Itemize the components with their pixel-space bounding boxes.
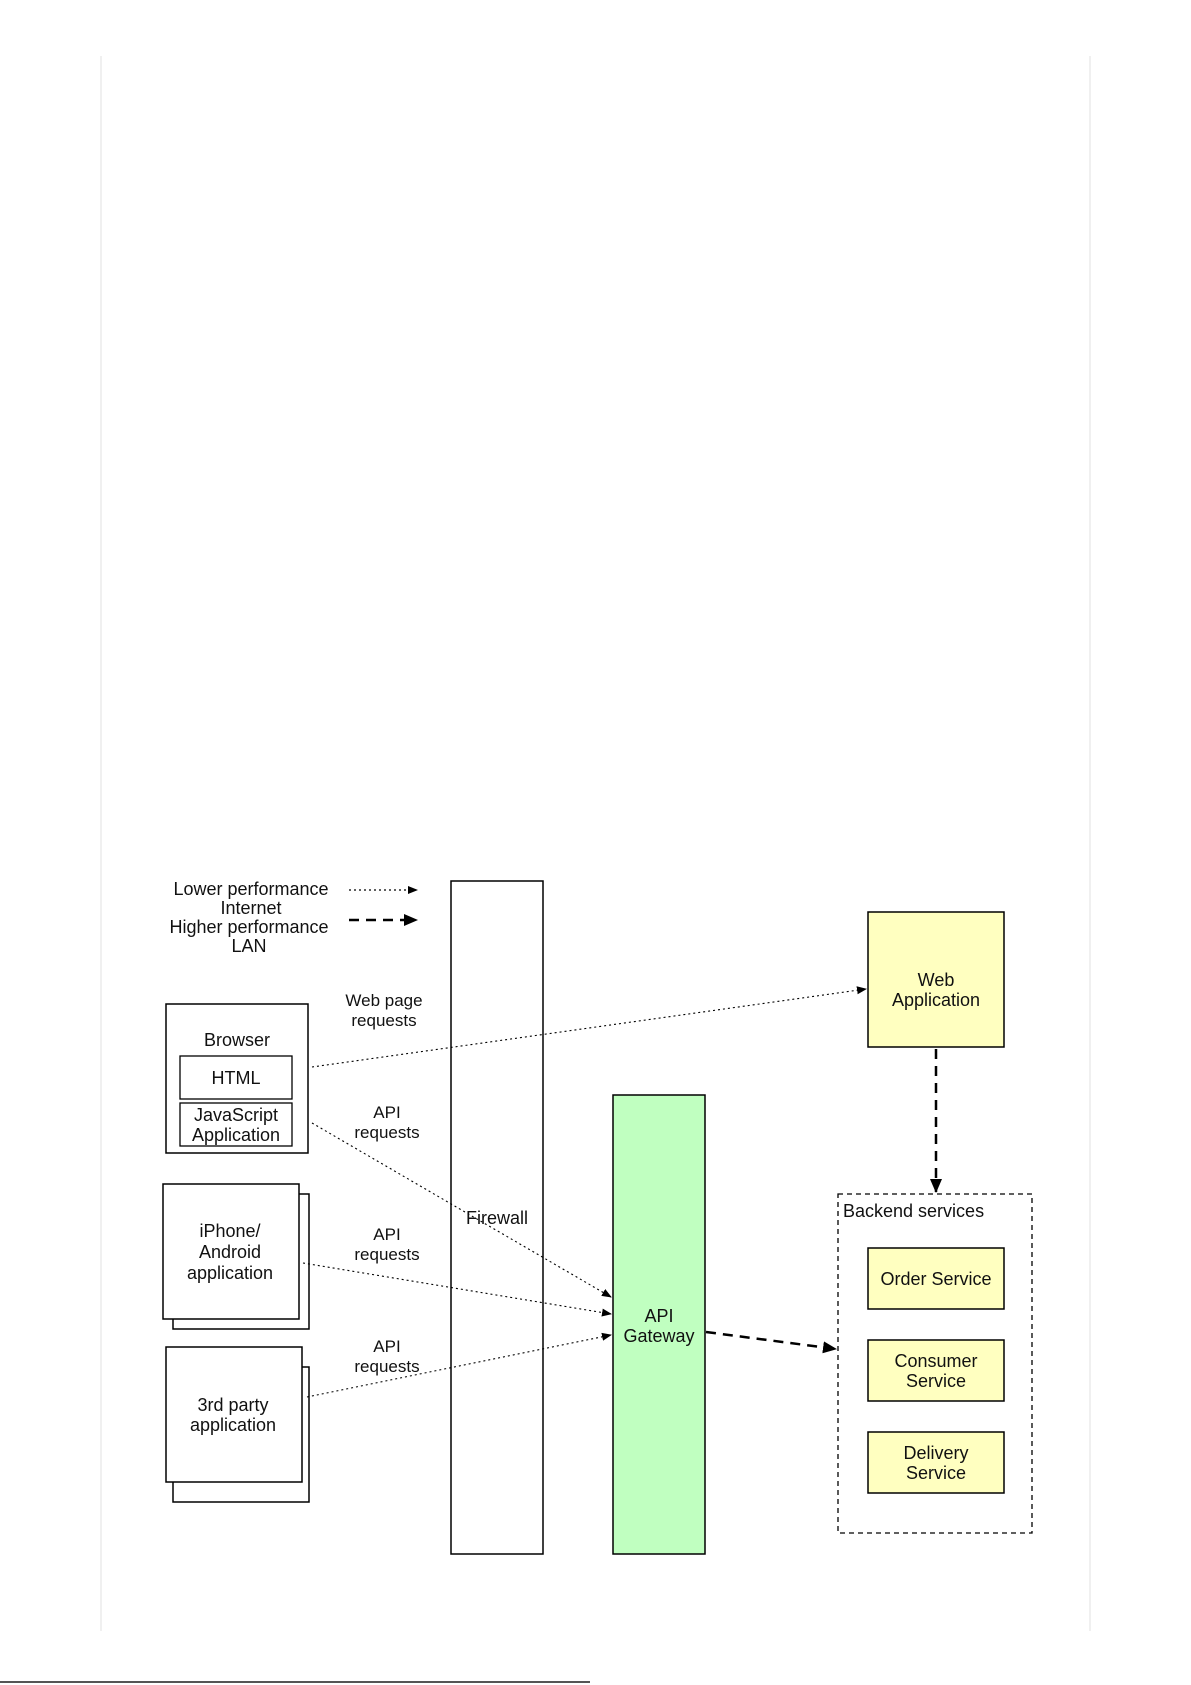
mobile-api-requests-label-line2: requests — [354, 1245, 419, 1264]
browser-api-requests-label-line1: API — [373, 1103, 400, 1122]
mobile-api-requests-label-line1: API — [373, 1225, 400, 1244]
mobile-application-label-line1: iPhone/ — [199, 1221, 260, 1241]
third-party-application: 3rd party application — [166, 1347, 309, 1502]
web-page-requests-label-line2: requests — [351, 1011, 416, 1030]
web-application-label-line2: Application — [892, 990, 980, 1010]
legend-internet: Internet — [220, 898, 281, 918]
browser-api-requests-label-line2: requests — [354, 1123, 419, 1142]
legend-lower-performance: Lower performance — [173, 879, 328, 899]
web-page-requests-label-line1: Web page — [345, 991, 422, 1010]
html-label: HTML — [212, 1068, 261, 1088]
third-party-api-requests-label-line2: requests — [354, 1357, 419, 1376]
web-application: Web Application — [868, 912, 1004, 1047]
order-service-label: Order Service — [880, 1269, 991, 1289]
gateway-to-backend-arrow — [706, 1332, 836, 1349]
consumer-service-label-line1: Consumer — [894, 1351, 977, 1371]
browser-title: Browser — [204, 1030, 270, 1050]
backend-services-title: Backend services — [843, 1201, 984, 1221]
legend-higher-performance: Higher performance — [169, 917, 328, 937]
mobile-application-label-line3: application — [187, 1263, 273, 1283]
mobile-application: iPhone/ Android application — [163, 1184, 309, 1329]
api-gateway: API Gateway — [613, 1095, 705, 1554]
api-gateway-label-line1: API — [644, 1306, 673, 1326]
delivery-service-label-line1: Delivery — [903, 1443, 968, 1463]
legend-lan: LAN — [231, 936, 266, 956]
browser: Browser HTML JavaScript Application — [166, 1004, 308, 1153]
third-party-api-requests-label-line1: API — [373, 1337, 400, 1356]
backend-services: Backend services Order Service Consumer … — [838, 1194, 1032, 1533]
legend: Lower performance Internet Higher perfor… — [169, 879, 417, 956]
firewall-label: Firewall — [466, 1208, 528, 1228]
javascript-application-label-line2: Application — [192, 1125, 280, 1145]
web-application-label-line1: Web — [918, 970, 955, 990]
mobile-application-label-line2: Android — [199, 1242, 261, 1262]
third-party-application-label-line2: application — [190, 1415, 276, 1435]
delivery-service-label-line2: Service — [906, 1463, 966, 1483]
third-party-application-label-line1: 3rd party — [197, 1395, 268, 1415]
javascript-application-label-line1: JavaScript — [194, 1105, 278, 1125]
consumer-service-label-line2: Service — [906, 1371, 966, 1391]
api-gateway-label-line2: Gateway — [623, 1326, 694, 1346]
